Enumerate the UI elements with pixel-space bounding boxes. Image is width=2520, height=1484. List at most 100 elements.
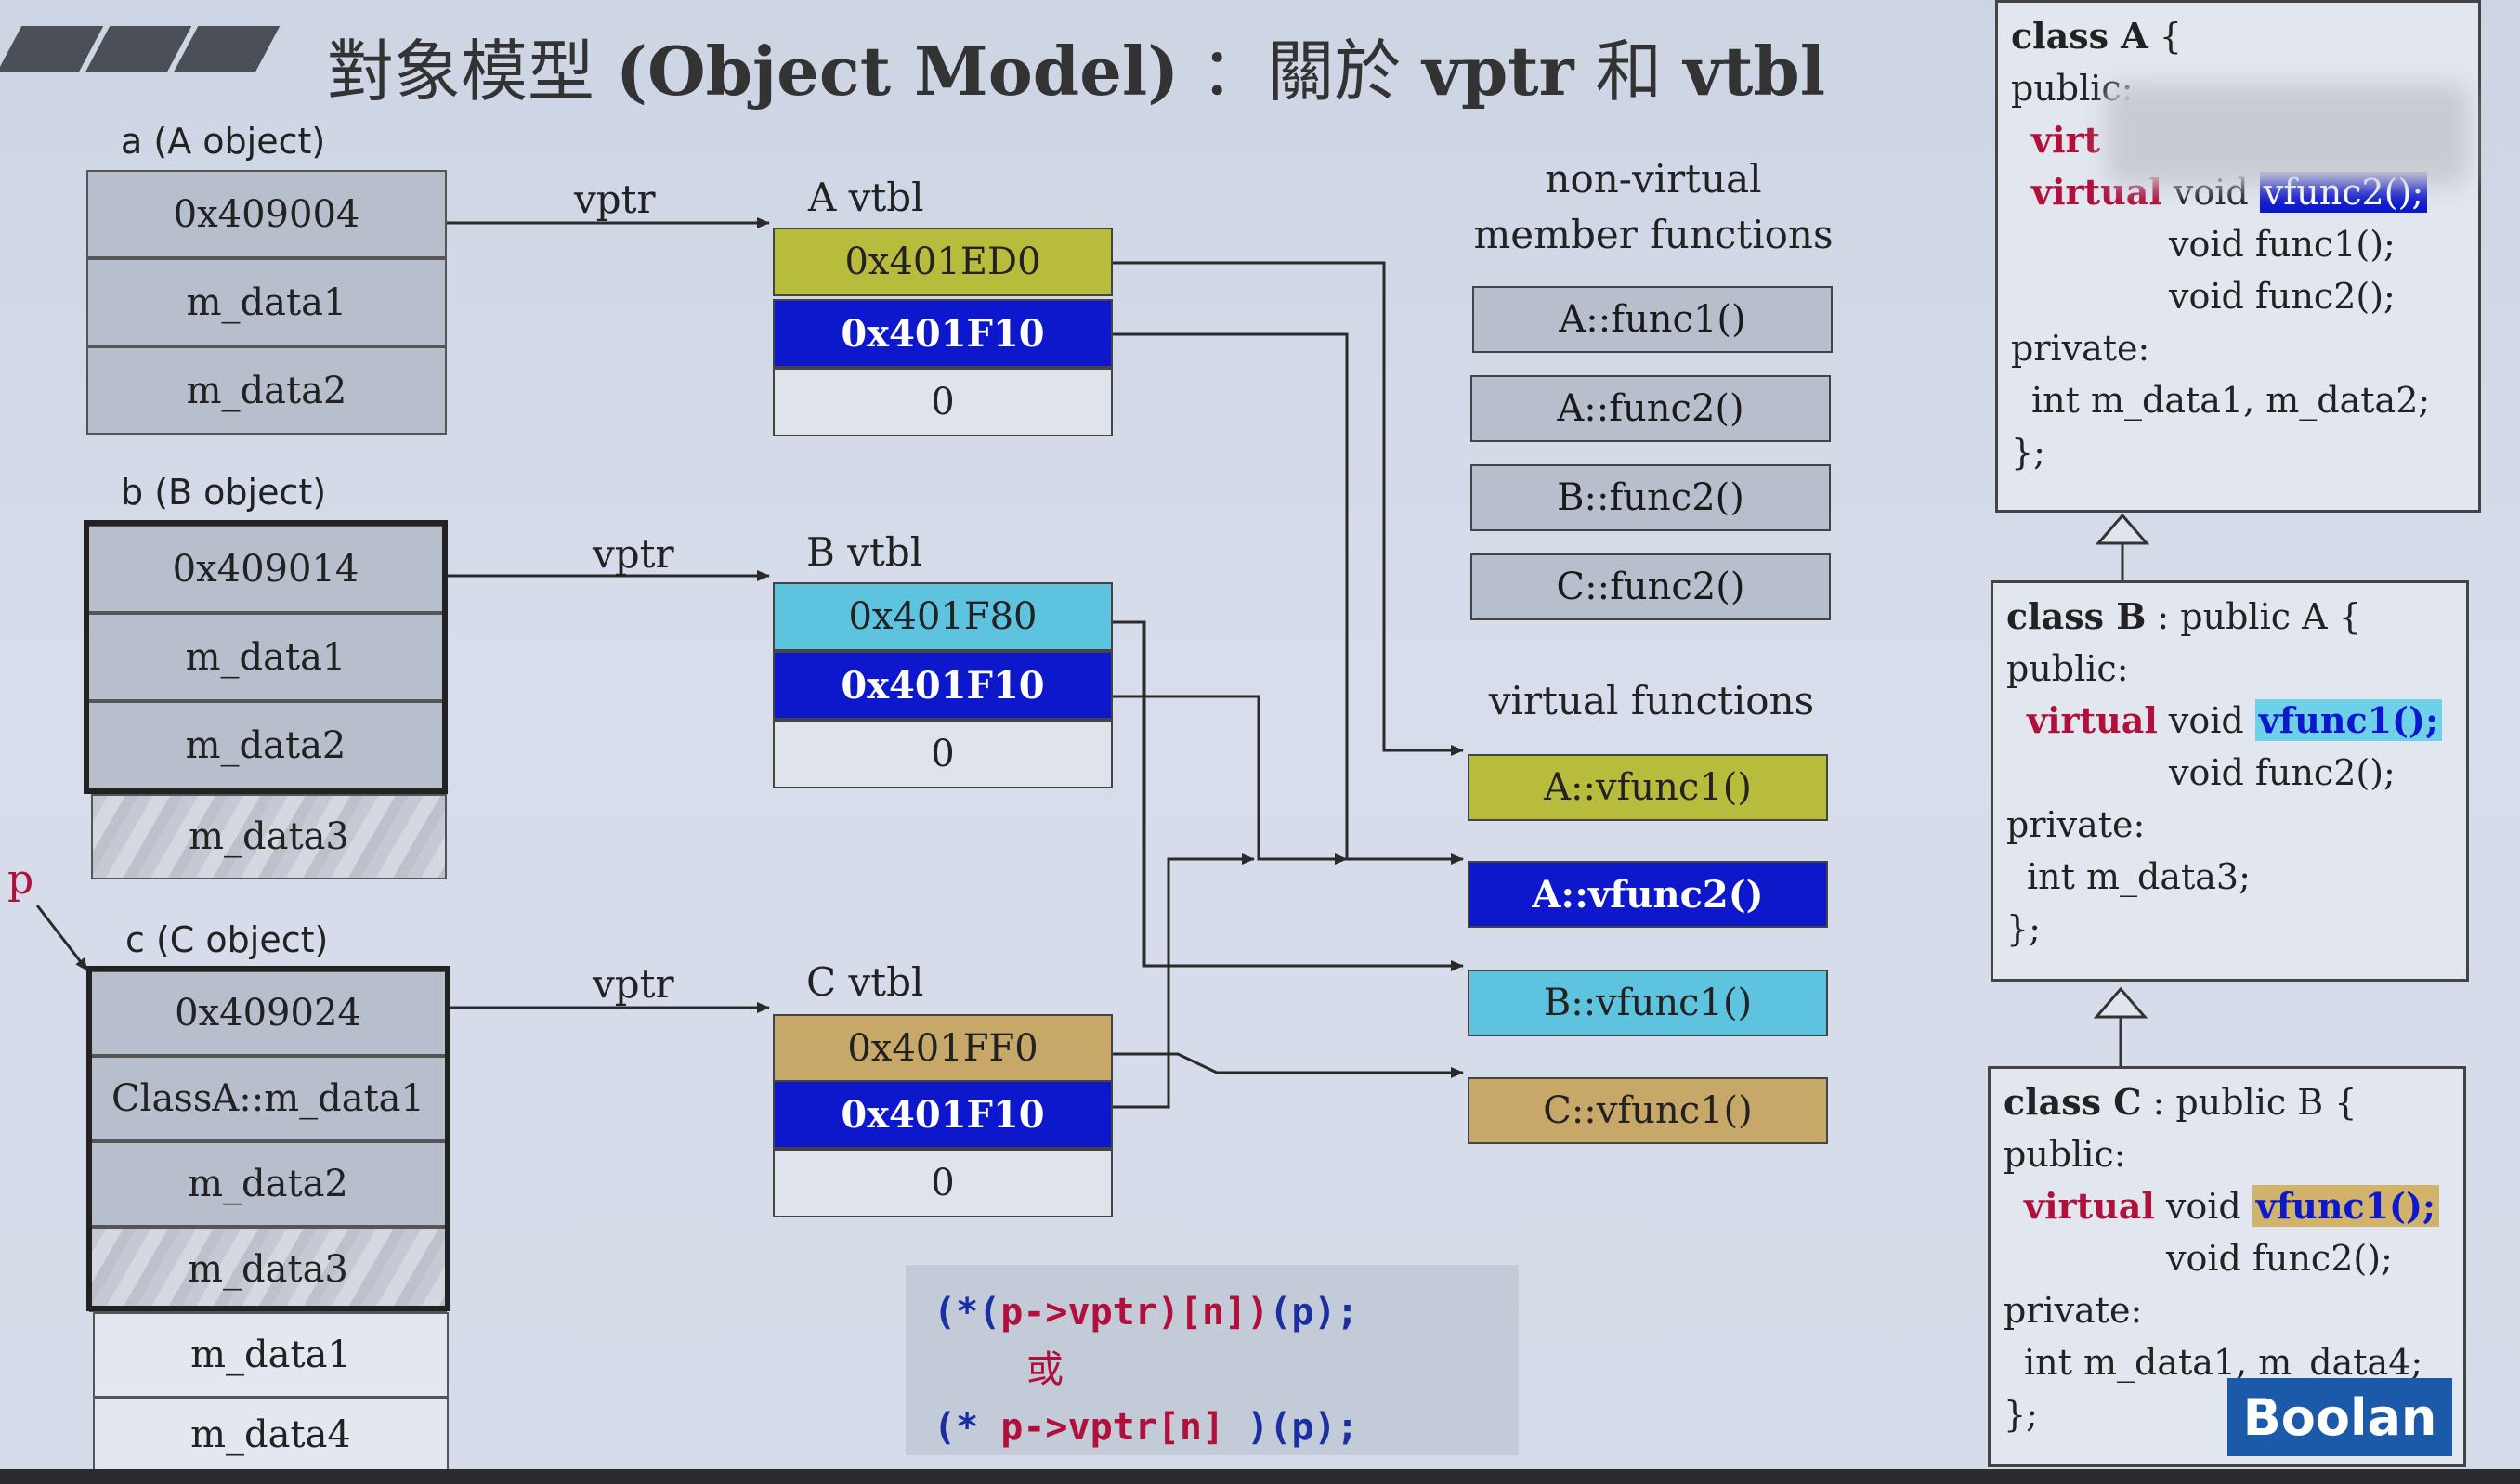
- code-token: (*: [934, 1406, 1001, 1449]
- vtbl-b-label: B vtbl: [806, 529, 923, 575]
- pointer-p-label: p: [7, 856, 34, 904]
- vptr-label-b: vptr: [593, 531, 674, 577]
- nonvirtual-function: C::func2(): [1470, 553, 1831, 620]
- object-a-vptr-cell: 0x409004: [86, 170, 447, 258]
- code-token: int m_data1, m_data2;: [2031, 380, 2431, 421]
- code-token: class C: [2004, 1081, 2142, 1123]
- object-b-label: b (B object): [121, 472, 327, 513]
- object-b-cell: m_data1: [86, 613, 445, 701]
- code-token: (p);: [1269, 1291, 1359, 1334]
- code-token: };: [2006, 908, 2041, 949]
- vtbl-a-label: A vtbl: [808, 175, 924, 220]
- code-token: };: [2011, 432, 2045, 473]
- vtbl-b-entry: 0x401F80: [773, 582, 1113, 651]
- vtbl-b-entry: 0x401F10: [773, 651, 1113, 720]
- object-c-cell: m_data2: [89, 1141, 447, 1227]
- nonvirtual-heading-2: member functions: [1473, 212, 1834, 257]
- object-c-vptr-cell: 0x409024: [89, 970, 447, 1056]
- object-c-cell: m_data3: [89, 1227, 447, 1312]
- title-vtbl: vtbl: [1683, 32, 1826, 111]
- nonvirtual-function: B::func2(): [1470, 464, 1831, 531]
- virtual-heading: virtual functions: [1488, 678, 1815, 723]
- boolan-logo: Boolan: [2227, 1378, 2452, 1456]
- code-token: void: [2154, 1186, 2252, 1227]
- class-c-line: private:: [2004, 1284, 2450, 1336]
- class-b-line: public:: [2006, 643, 2453, 695]
- class-c-line: public:: [2004, 1128, 2450, 1180]
- code-token: (*(: [934, 1291, 1001, 1334]
- object-b-cell: m_data3: [91, 794, 447, 879]
- code-token: p->vptr[n]: [1000, 1406, 1225, 1449]
- code-token: void func2();: [2166, 1238, 2393, 1279]
- code-token: virtual: [2024, 1185, 2155, 1227]
- object-b-cell: m_data2: [86, 701, 445, 789]
- vtbl-c-entry: 0x401FF0: [773, 1014, 1113, 1083]
- code-token: ): [1224, 1406, 1270, 1449]
- code-token: virt: [2031, 119, 2101, 161]
- object-c-cell: m_data1: [93, 1312, 449, 1398]
- title-suffix: ：關於: [1179, 33, 1423, 111]
- code-token: vfunc1();: [2254, 699, 2443, 741]
- nonvirtual-heading-1: non-virtual: [1545, 156, 1762, 202]
- object-b-vptr-cell: 0x409014: [86, 525, 445, 613]
- class-a-line: };: [2011, 426, 2465, 478]
- object-c-cell: m_data4: [93, 1398, 449, 1472]
- code-token: void: [2157, 700, 2255, 741]
- object-a-cell: m_data1: [86, 258, 447, 346]
- vtbl-c-label: C vtbl: [806, 959, 924, 1005]
- title-and: 和: [1573, 33, 1684, 111]
- vtbl-a-entry: 0x401ED0: [773, 228, 1113, 296]
- object-a-cell: m_data2: [86, 346, 447, 435]
- code-token: public:: [2004, 1134, 2126, 1175]
- class-c-line: class C : public B {: [2004, 1076, 2450, 1128]
- code-token: int m_data3;: [2027, 856, 2251, 897]
- nonvirtual-function: A::func1(): [1472, 286, 1833, 353]
- code-token: int m_data1, m_data4;: [2024, 1342, 2423, 1383]
- class-a-line: class A {: [2011, 10, 2465, 62]
- code-token: class A: [2011, 15, 2148, 57]
- class-c-line: int m_data1, m_data4;: [2004, 1336, 2450, 1388]
- object-a-label: a (A object): [121, 121, 326, 162]
- vtbl-c-entry: 0x401F10: [773, 1080, 1113, 1149]
- vtbl-a-entry: 0: [773, 368, 1113, 436]
- title-main: (Object Model): [615, 32, 1180, 111]
- class-b-code: class B : public A { public: virtual voi…: [1991, 580, 2469, 982]
- code-token: void func1();: [2169, 224, 2396, 265]
- slide-title: 對象模型 (Object Model) ：關於 vptr 和 vtbl: [327, 17, 1825, 114]
- code-token: private:: [2011, 328, 2150, 369]
- code-token: public:: [2006, 648, 2129, 689]
- code-line-2: 或: [934, 1341, 1491, 1399]
- class-a-line: void func2();: [2011, 270, 2465, 322]
- code-token: class B: [2006, 595, 2147, 637]
- virtual-function: A::vfunc1(): [1468, 754, 1828, 821]
- code-token: vfunc1();: [2252, 1185, 2440, 1227]
- vptr-label-a: vptr: [574, 176, 656, 222]
- code-token: void func2();: [2169, 276, 2396, 317]
- class-c-line: };: [2004, 1388, 2450, 1440]
- class-a-code: class A { public: virt virtual void vfun…: [1995, 0, 2481, 513]
- class-b-line: private:: [2006, 799, 2453, 851]
- nonvirtual-function: A::func2(): [1470, 375, 1831, 442]
- object-c-label: c (C object): [125, 919, 329, 960]
- class-a-line: int m_data1, m_data2;: [2011, 374, 2465, 426]
- class-a-line: private:: [2011, 322, 2465, 374]
- code-token: virtual: [2027, 699, 2158, 741]
- code-token: {: [2148, 16, 2182, 57]
- blurred-region: [2107, 84, 2469, 186]
- class-b-line: class B : public A {: [2006, 591, 2453, 643]
- virtual-function: A::vfunc2(): [1468, 861, 1828, 928]
- code-token: void func2();: [2169, 752, 2396, 793]
- virtual-function: C::vfunc1(): [1468, 1077, 1828, 1144]
- code-token: p->vptr: [1000, 1291, 1157, 1334]
- vtbl-c-entry: 0: [773, 1149, 1113, 1217]
- title-vptr: vptr: [1422, 32, 1574, 111]
- code-line-3: (* p->vptr[n] )(p);: [934, 1399, 1491, 1456]
- vtbl-b-entry: 0: [773, 720, 1113, 788]
- class-a-line: virt: [2011, 114, 2465, 166]
- vptr-label-c: vptr: [593, 961, 674, 1007]
- code-token: (p);: [1269, 1406, 1359, 1449]
- class-b-line: int m_data3;: [2006, 851, 2453, 903]
- class-b-line: virtual void vfunc1();: [2006, 695, 2453, 747]
- class-c-line: void func2();: [2004, 1232, 2450, 1284]
